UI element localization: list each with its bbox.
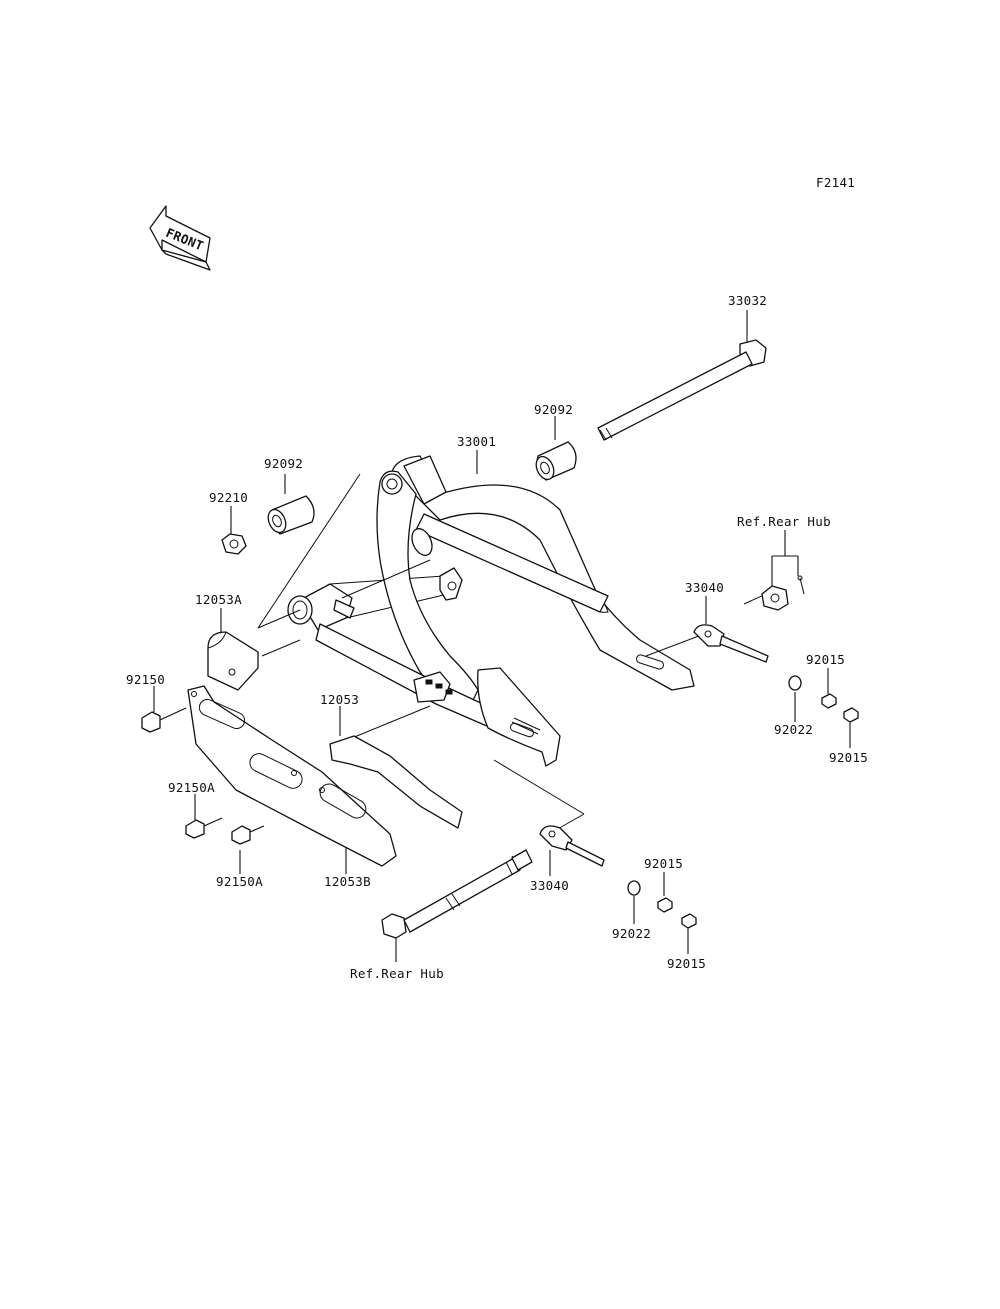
label-12053: 12053 bbox=[320, 692, 359, 707]
collar-92092-right bbox=[535, 416, 577, 481]
label-92022-upper: 92022 bbox=[774, 722, 813, 737]
label-33040-upper: 33040 bbox=[685, 580, 724, 595]
label-33001: 33001 bbox=[457, 434, 496, 449]
label-92015-d: 92015 bbox=[667, 956, 706, 971]
label-92150A-upper: 92150A bbox=[168, 780, 215, 795]
label-92150A-lower: 92150A bbox=[216, 874, 263, 889]
nut-92015-b bbox=[843, 707, 859, 748]
guard-12053B bbox=[187, 685, 397, 874]
leader-lines bbox=[257, 473, 767, 831]
nut-92210 bbox=[221, 506, 247, 555]
front-arrow-icon: FRONT bbox=[149, 205, 211, 271]
label-ref-rear-hub-top: Ref.Rear Hub bbox=[737, 514, 831, 529]
label-92022-lower: 92022 bbox=[612, 926, 651, 941]
nut-92015-a bbox=[821, 668, 837, 709]
nut-92015-d bbox=[681, 913, 697, 954]
label-92015-b: 92015 bbox=[829, 750, 868, 765]
bolt-92150 bbox=[141, 686, 187, 733]
pivot-bolt-33032 bbox=[597, 310, 767, 441]
block-12053A bbox=[207, 608, 259, 691]
label-12053B: 12053B bbox=[324, 874, 371, 889]
nut-92015-c bbox=[657, 872, 673, 913]
rear-axle-lower bbox=[381, 849, 533, 962]
rear-hub-nut-upper bbox=[761, 530, 805, 611]
guide-12053 bbox=[329, 706, 463, 829]
label-ref-rear-hub-bottom: Ref.Rear Hub bbox=[350, 966, 444, 981]
adjuster-33040-lower bbox=[539, 825, 605, 876]
adjuster-33040-upper bbox=[693, 596, 769, 663]
label-92092-right: 92092 bbox=[534, 402, 573, 417]
collar-92092-left bbox=[267, 474, 315, 535]
label-92210: 92210 bbox=[209, 490, 248, 505]
bolt-92150A-lower bbox=[231, 825, 265, 874]
label-92092-left: 92092 bbox=[264, 456, 303, 471]
label-33032: 33032 bbox=[728, 293, 767, 308]
label-12053A: 12053A bbox=[195, 592, 242, 607]
label-92150: 92150 bbox=[126, 672, 165, 687]
bolt-92150A-upper bbox=[185, 794, 223, 839]
swingarm-33001 bbox=[287, 450, 695, 767]
figure-code: F2141 bbox=[816, 175, 855, 190]
label-33040-lower: 33040 bbox=[530, 878, 569, 893]
washer-92022-upper bbox=[788, 675, 802, 722]
washer-92022-lower bbox=[627, 880, 641, 924]
label-92015-a: 92015 bbox=[806, 652, 845, 667]
label-92015-c: 92015 bbox=[644, 856, 683, 871]
